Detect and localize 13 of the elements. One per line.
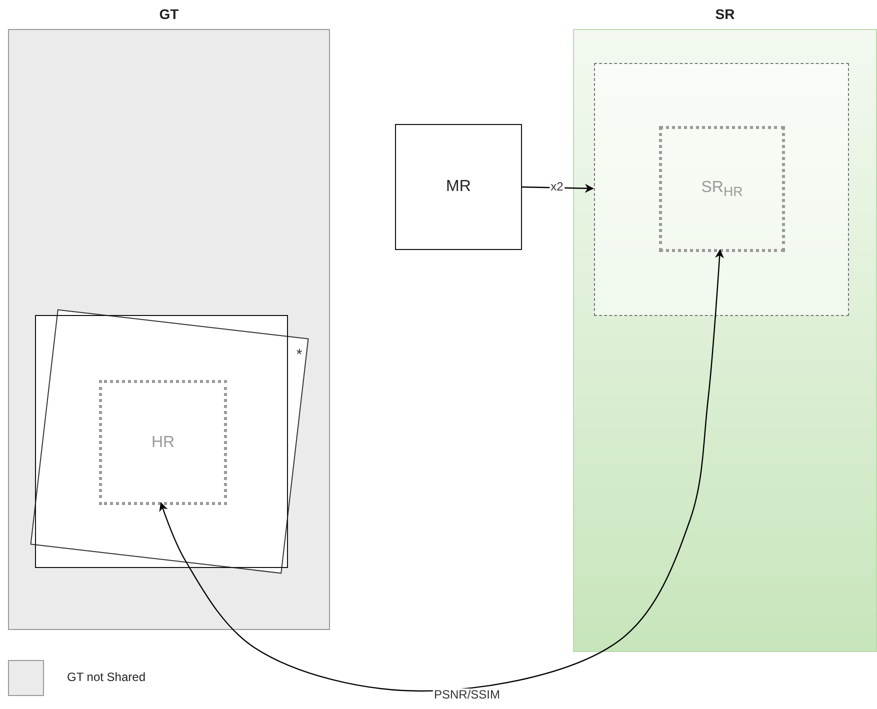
hr-region [99, 380, 227, 505]
box-label: MR [446, 178, 471, 196]
sr-crop-region [594, 63, 849, 316]
edge-label: PSNR/SSIM [433, 688, 501, 702]
mr-box [395, 124, 522, 250]
panel-title: GT [158, 6, 180, 22]
box-label: SR$_{HR}$ [701, 178, 743, 200]
box-label: HR [151, 434, 175, 452]
edge-label: x2 [550, 180, 564, 194]
sr-hr-region [659, 126, 785, 252]
legend-label: GT not Shared [67, 670, 146, 684]
corner-mark: * [294, 346, 302, 364]
panel-title: SR [714, 6, 736, 22]
